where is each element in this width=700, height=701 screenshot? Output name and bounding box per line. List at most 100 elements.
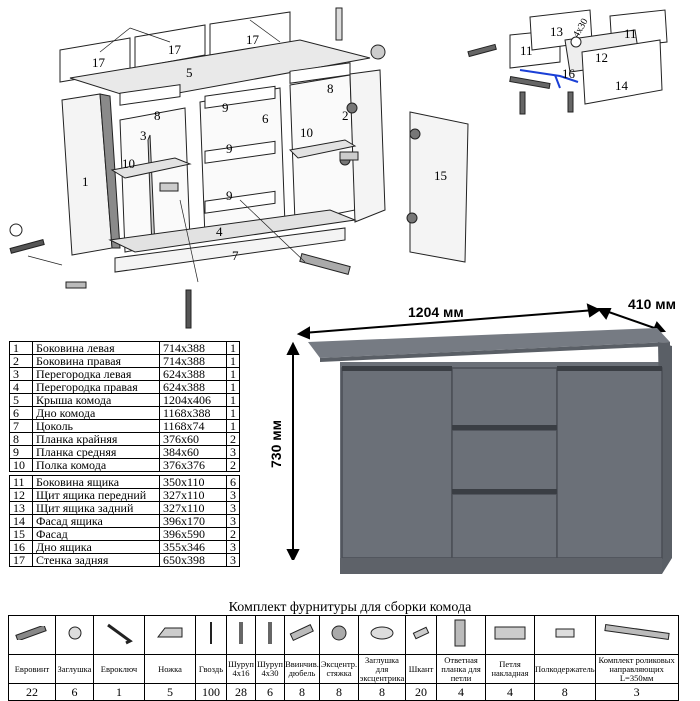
part-size: 396x590 [159, 527, 227, 541]
part-name: Цоколь [32, 419, 160, 433]
hardware-label: Эксцентр. стяжка [319, 654, 359, 684]
hardware-label: Шуруп 4x16 [226, 654, 256, 684]
part-size: 376x60 [159, 432, 227, 446]
label-9c: 9 [226, 188, 233, 203]
hardware-label: Полкодержатель [534, 654, 596, 684]
part-name: Боковина правая [32, 354, 160, 368]
part-n: 11 [9, 475, 33, 489]
hardware-label: Евроключ [93, 654, 145, 684]
part-n: 5 [9, 393, 33, 407]
hardware-count: 8 [358, 683, 406, 701]
hardware-count: 6 [55, 683, 94, 701]
part-n: 15 [9, 527, 33, 541]
hardware-count: 20 [405, 683, 437, 701]
part-name: Дно комода [32, 406, 160, 420]
hardware-label: Ответная планка для петли [436, 654, 486, 684]
part-n: 1 [9, 341, 33, 355]
screw-icon [255, 615, 285, 655]
part-name: Щит ящика задний [32, 501, 160, 515]
part-n: 14 [9, 514, 33, 528]
drawer-label-16: 16 [562, 66, 576, 81]
part-q: 2 [226, 432, 240, 446]
part-size: 1168x388 [159, 406, 227, 420]
height-dimension: 730 мм [268, 420, 284, 468]
part-size: 624x388 [159, 367, 227, 381]
label-17a: 17 [92, 55, 106, 70]
part-name: Дно ящика [32, 540, 160, 554]
hardware-count: 4 [436, 683, 486, 701]
part-q: 2 [226, 527, 240, 541]
hardware-label: Шуруп 4x30 [255, 654, 285, 684]
part-size: 650x398 [159, 553, 227, 567]
width-dimension: 1204 мм [408, 304, 464, 320]
hardware-label: Гвоздь [195, 654, 227, 684]
part-size: 396x170 [159, 514, 227, 528]
cap-icon [55, 615, 94, 655]
screw-icon [226, 615, 256, 655]
part-name: Щит ящика передний [32, 488, 160, 502]
part-q: 3 [226, 501, 240, 515]
part-n: 12 [9, 488, 33, 502]
label-8a: 8 [154, 108, 161, 123]
label-4: 6 [262, 111, 269, 126]
part-size: 624x388 [159, 380, 227, 394]
part-size: 384x60 [159, 445, 227, 459]
hinge-icon [485, 615, 535, 655]
hardware-label: Заглушка для эксцентрика [358, 654, 406, 684]
euroscrew-icon [8, 615, 56, 655]
nail-icon [195, 615, 227, 655]
hinge-plate-icon [436, 615, 486, 655]
label-6: 4 [216, 224, 223, 239]
hardware-count: 100 [195, 683, 227, 701]
part-size: 714x388 [159, 341, 227, 355]
drawer-exploded-diagram: 11 13 11 12 16 14 4x30 [467, 9, 668, 115]
label-7: 7 [232, 248, 239, 263]
part-name: Боковина левая [32, 341, 160, 355]
part-size: 327x110 [159, 488, 227, 502]
cam-icon [319, 615, 359, 655]
wood-dowel-icon [405, 615, 437, 655]
label-2: 2 [342, 108, 349, 123]
label-9a: 9 [222, 100, 229, 115]
shelf-support-icon [534, 615, 596, 655]
part-name: Планка средняя [32, 445, 160, 459]
part-q: 1 [226, 380, 240, 394]
part-n: 3 [9, 367, 33, 381]
runner-icon [594, 615, 679, 655]
part-n: 16 [9, 540, 33, 554]
part-q: 3 [226, 445, 240, 459]
hardware-count: 8 [534, 683, 596, 701]
part-q: 1 [226, 354, 240, 368]
drawer-label-11a: 11 [520, 43, 533, 58]
part-name: Планка крайняя [32, 432, 160, 446]
part-size: 350x110 [159, 475, 227, 489]
part-name: Перегородка левая [32, 367, 160, 381]
part-q: 6 [226, 475, 240, 489]
label-5: 5 [186, 65, 193, 80]
dowel-icon [284, 615, 320, 655]
part-q: 3 [226, 553, 240, 567]
label-17b: 17 [168, 42, 182, 57]
part-q: 1 [226, 341, 240, 355]
part-n: 17 [9, 553, 33, 567]
part-name: Полка комода [32, 458, 160, 472]
hardware-label: Петля накладная [485, 654, 535, 684]
part-name: Стенка задняя [32, 553, 160, 567]
hardware-label: Ввинчив. дюбель [284, 654, 320, 684]
part-q: 3 [226, 488, 240, 502]
foot-icon [144, 615, 196, 655]
part-size: 1168x74 [159, 419, 227, 433]
label-1: 1 [82, 174, 89, 189]
